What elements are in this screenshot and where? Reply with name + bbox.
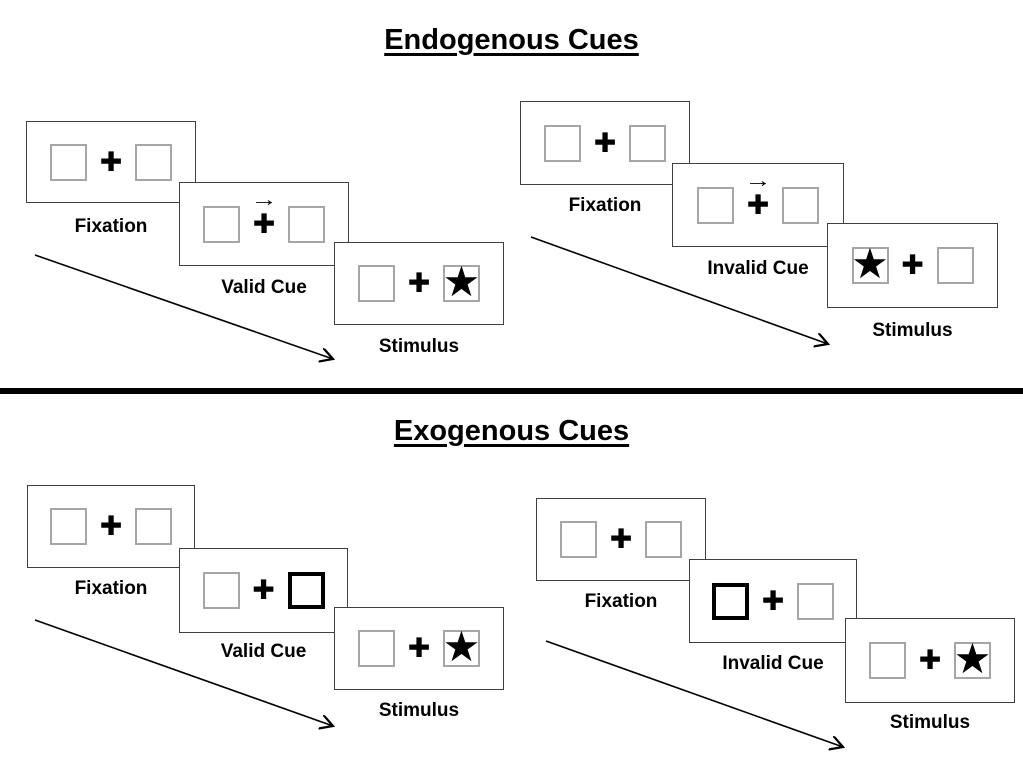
left-cue-highlight-box — [712, 582, 749, 620]
cue-arrow-icon: → — [744, 169, 772, 192]
fixation-panel: ✚ — [26, 121, 196, 203]
panel-label: Stimulus — [378, 700, 460, 721]
panel-label: Fixation — [584, 591, 658, 612]
target-star-icon: ★ — [442, 258, 481, 305]
panel-label: Invalid Cue — [707, 258, 809, 279]
left-placeholder-box — [544, 124, 581, 162]
right-target-box: ★ — [443, 261, 481, 303]
panel-label: Valid Cue — [220, 641, 307, 662]
target-star-icon: ★ — [851, 240, 889, 287]
left-placeholder-box — [358, 630, 395, 667]
right-cue-highlight-box — [287, 572, 325, 609]
valid-cue-panel: ✚ — [179, 548, 348, 633]
timeline-arrow — [34, 619, 342, 735]
right-placeholder-box — [288, 205, 325, 243]
right-target-box: ★ — [443, 626, 481, 668]
endogenous-section-title: Endogenous Cues — [0, 24, 1023, 57]
panel-label: Invalid Cue — [722, 653, 824, 674]
fixation-cross-icon: ✚ — [407, 633, 431, 663]
stimulus-panel: ✚ ★ — [845, 618, 1015, 703]
left-placeholder-box — [202, 572, 240, 609]
panel-label: Stimulus — [378, 336, 460, 357]
fixation-cross-icon: ✚ — [901, 250, 924, 280]
right-placeholder-box — [645, 521, 682, 558]
fixation-cross-icon: ✚ — [761, 585, 785, 616]
left-placeholder-box — [358, 265, 395, 302]
fixation-cross-icon: ✚ — [746, 189, 770, 220]
right-placeholder-box — [135, 143, 172, 181]
panel-label: Valid Cue — [221, 277, 307, 298]
stimulus-panel: ✚ ★ — [334, 242, 504, 325]
stimulus-panel: ✚ ★ — [334, 607, 504, 690]
panel-label: Stimulus — [889, 712, 971, 733]
left-target-box: ★ — [851, 243, 889, 285]
right-placeholder-box — [797, 582, 834, 620]
fixation-cross-icon: ✚ — [99, 146, 123, 177]
left-placeholder-box — [560, 521, 597, 558]
fixation-panel: ✚ — [27, 485, 195, 568]
fixation-panel: ✚ — [536, 498, 706, 581]
left-placeholder-box — [203, 205, 240, 243]
exogenous-section-title: Exogenous Cues — [0, 415, 1023, 448]
invalid-cue-panel: ✚ — [689, 559, 857, 643]
right-placeholder-box — [629, 124, 666, 162]
timeline-arrow — [34, 254, 342, 368]
invalid-cue-panel: → ✚ — [672, 163, 844, 247]
stimulus-panel: ★ ✚ — [827, 223, 998, 308]
right-target-box: ★ — [954, 638, 992, 680]
right-placeholder-box — [936, 247, 974, 284]
left-placeholder-box — [869, 642, 906, 679]
right-placeholder-box — [782, 186, 819, 224]
left-placeholder-box — [50, 143, 87, 181]
panel-label: Stimulus — [872, 320, 953, 341]
right-placeholder-box — [135, 508, 172, 545]
panel-label: Fixation — [74, 216, 148, 237]
fixation-panel: ✚ — [520, 101, 690, 185]
fixation-cross-icon: ✚ — [99, 511, 123, 541]
fixation-cross-icon: ✚ — [407, 268, 431, 298]
fixation-cross-icon: ✚ — [252, 208, 276, 239]
fixation-cross-icon: ✚ — [609, 524, 633, 554]
valid-cue-panel: → ✚ — [179, 182, 349, 266]
panel-label: Fixation — [568, 195, 642, 216]
target-star-icon: ★ — [442, 623, 481, 670]
fixation-cross-icon: ✚ — [918, 645, 942, 675]
left-placeholder-box — [697, 186, 734, 224]
cue-arrow-icon: → — [250, 188, 278, 211]
fixation-cross-icon: ✚ — [593, 127, 617, 158]
timeline-arrow — [530, 236, 838, 352]
fixation-cross-icon: ✚ — [252, 575, 275, 605]
left-placeholder-box — [50, 508, 87, 545]
exogenous-title-text: Exogenous Cues — [393, 415, 630, 447]
endogenous-title-text: Endogenous Cues — [384, 24, 639, 56]
section-divider — [0, 388, 1023, 394]
panel-label: Fixation — [74, 578, 148, 599]
target-star-icon: ★ — [953, 635, 992, 682]
